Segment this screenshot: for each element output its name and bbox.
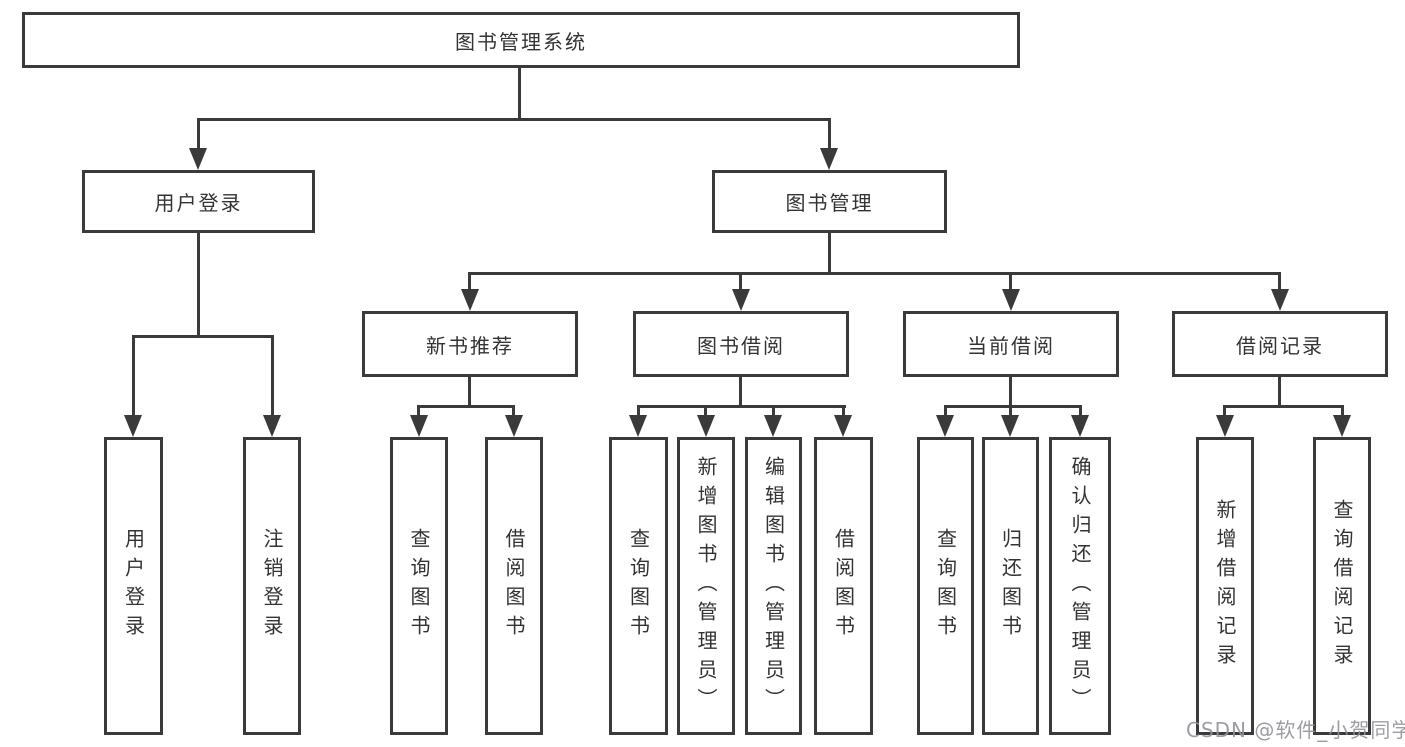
connector-drop-leaf-logout bbox=[271, 335, 274, 415]
connector-current-horizontal bbox=[944, 405, 1082, 408]
arrow-down-icon bbox=[936, 415, 954, 437]
leaf-borrow-books-borrowing: 借阅图书 bbox=[814, 437, 873, 735]
arrow-down-icon bbox=[697, 415, 715, 437]
node-new-book-recommend: 新书推荐 bbox=[362, 311, 578, 377]
connector-drop bbox=[704, 405, 707, 417]
connector-recommend-horizontal bbox=[417, 405, 515, 408]
leaf-query-books-current-label: 查询图书 bbox=[933, 528, 958, 644]
arrow-down-icon bbox=[1002, 289, 1020, 311]
connector-root-stem bbox=[518, 68, 521, 118]
connector-drop-current-borrowing bbox=[1009, 272, 1012, 290]
node-current-borrowing: 当前借阅 bbox=[903, 311, 1119, 377]
leaf-borrow-books-recommend-label: 借阅图书 bbox=[502, 528, 526, 644]
connector-drop bbox=[512, 405, 515, 417]
arrow-down-icon bbox=[1271, 289, 1289, 311]
leaf-add-books-admin-label: 新增图书（管理员） bbox=[694, 455, 718, 717]
connector-recommend-stem bbox=[468, 377, 471, 408]
connector-records-stem bbox=[1278, 377, 1281, 408]
connector-book-management-horizontal bbox=[468, 272, 1281, 275]
leaf-add-borrow-record: 新增借阅记录 bbox=[1196, 437, 1254, 735]
arrow-down-icon bbox=[1216, 415, 1234, 437]
connector-drop bbox=[842, 405, 845, 417]
connector-drop bbox=[417, 405, 420, 417]
connector-drop bbox=[1009, 405, 1012, 417]
leaf-logout-label: 注销登录 bbox=[260, 528, 284, 644]
leaf-user-login-label: 用户登录 bbox=[121, 528, 146, 644]
arrow-down-icon bbox=[764, 415, 782, 437]
leaf-borrow-books-recommend: 借阅图书 bbox=[485, 437, 543, 735]
leaf-query-books-current: 查询图书 bbox=[917, 437, 974, 735]
connector-drop-leaf-user-login bbox=[132, 335, 135, 415]
leaf-return-books-label: 归还图书 bbox=[998, 528, 1023, 644]
connector-root-horizontal bbox=[197, 118, 831, 121]
leaf-borrow-books-borrowing-label: 借阅图书 bbox=[831, 528, 856, 644]
leaf-query-books-borrowing: 查询图书 bbox=[609, 437, 668, 735]
node-user-login-label: 用户登录 bbox=[154, 191, 243, 215]
arrow-down-icon bbox=[263, 415, 281, 437]
connector-drop-new-book-recommend bbox=[468, 272, 471, 290]
node-book-management-label: 图书管理 bbox=[785, 191, 874, 215]
connector-user-login-horizontal bbox=[132, 335, 274, 338]
arrow-down-icon bbox=[505, 415, 523, 437]
leaf-return-books: 归还图书 bbox=[982, 437, 1039, 735]
arrow-down-icon bbox=[1071, 415, 1089, 437]
arrow-down-icon bbox=[461, 289, 479, 311]
leaf-confirm-return-admin: 确认归还（管理员） bbox=[1049, 437, 1111, 735]
leaf-logout: 注销登录 bbox=[243, 437, 301, 735]
arrow-down-icon bbox=[1333, 415, 1351, 437]
csdn-watermark: CSDN @软件_小贺同学 bbox=[1186, 718, 1405, 742]
leaf-confirm-return-admin-label: 确认归还（管理员） bbox=[1068, 455, 1092, 717]
arrow-down-icon bbox=[1001, 415, 1019, 437]
connector-drop bbox=[1341, 405, 1344, 417]
arrow-down-icon bbox=[189, 148, 207, 170]
arrow-down-icon bbox=[410, 415, 428, 437]
connector-drop-book-borrowing bbox=[739, 272, 742, 290]
connector-drop bbox=[1223, 405, 1226, 417]
connector-user-login-stem bbox=[197, 233, 200, 335]
node-book-borrowing-label: 图书借阅 bbox=[697, 333, 785, 358]
leaf-query-books-recommend: 查询图书 bbox=[390, 437, 448, 735]
node-user-login: 用户登录 bbox=[82, 170, 315, 233]
arrow-down-icon bbox=[124, 415, 142, 437]
connector-drop bbox=[637, 405, 640, 417]
node-library-system: 图书管理系统 bbox=[22, 12, 1020, 68]
leaf-query-books-borrowing-label: 查询图书 bbox=[626, 528, 651, 644]
node-library-system-label: 图书管理系统 bbox=[455, 29, 587, 54]
arrow-down-icon bbox=[820, 148, 838, 170]
leaf-query-borrow-record: 查询借阅记录 bbox=[1313, 437, 1371, 735]
connector-drop bbox=[772, 405, 775, 417]
connector-borrowing-stem bbox=[739, 377, 742, 408]
node-borrow-records-label: 借阅记录 bbox=[1236, 333, 1324, 358]
arrow-down-icon bbox=[834, 415, 852, 437]
leaf-edit-books-admin: 编辑图书（管理员） bbox=[745, 437, 802, 735]
arrow-down-icon bbox=[732, 289, 750, 311]
connector-book-management-stem bbox=[828, 233, 831, 272]
leaf-query-borrow-record-label: 查询借阅记录 bbox=[1330, 499, 1354, 673]
node-new-book-recommend-label: 新书推荐 bbox=[426, 333, 514, 358]
connector-borrowing-horizontal bbox=[637, 405, 846, 408]
leaf-query-books-recommend-label: 查询图书 bbox=[407, 528, 431, 644]
connector-current-stem bbox=[1009, 377, 1012, 408]
leaf-add-borrow-record-label: 新增借阅记录 bbox=[1213, 499, 1237, 673]
connector-drop-borrow-records bbox=[1278, 272, 1281, 290]
leaf-add-books-admin: 新增图书（管理员） bbox=[677, 437, 735, 735]
leaf-edit-books-admin-label: 编辑图书（管理员） bbox=[761, 455, 786, 717]
connector-drop bbox=[944, 405, 947, 417]
connector-records-horizontal bbox=[1223, 405, 1343, 408]
node-book-borrowing: 图书借阅 bbox=[633, 311, 849, 377]
node-current-borrowing-label: 当前借阅 bbox=[967, 333, 1055, 358]
connector-drop-user-login bbox=[197, 118, 200, 150]
node-borrow-records: 借阅记录 bbox=[1172, 311, 1388, 377]
connector-drop-book-management bbox=[828, 118, 831, 150]
leaf-user-login: 用户登录 bbox=[104, 437, 163, 735]
node-book-management: 图书管理 bbox=[712, 170, 947, 233]
arrow-down-icon bbox=[629, 415, 647, 437]
connector-drop bbox=[1079, 405, 1082, 417]
